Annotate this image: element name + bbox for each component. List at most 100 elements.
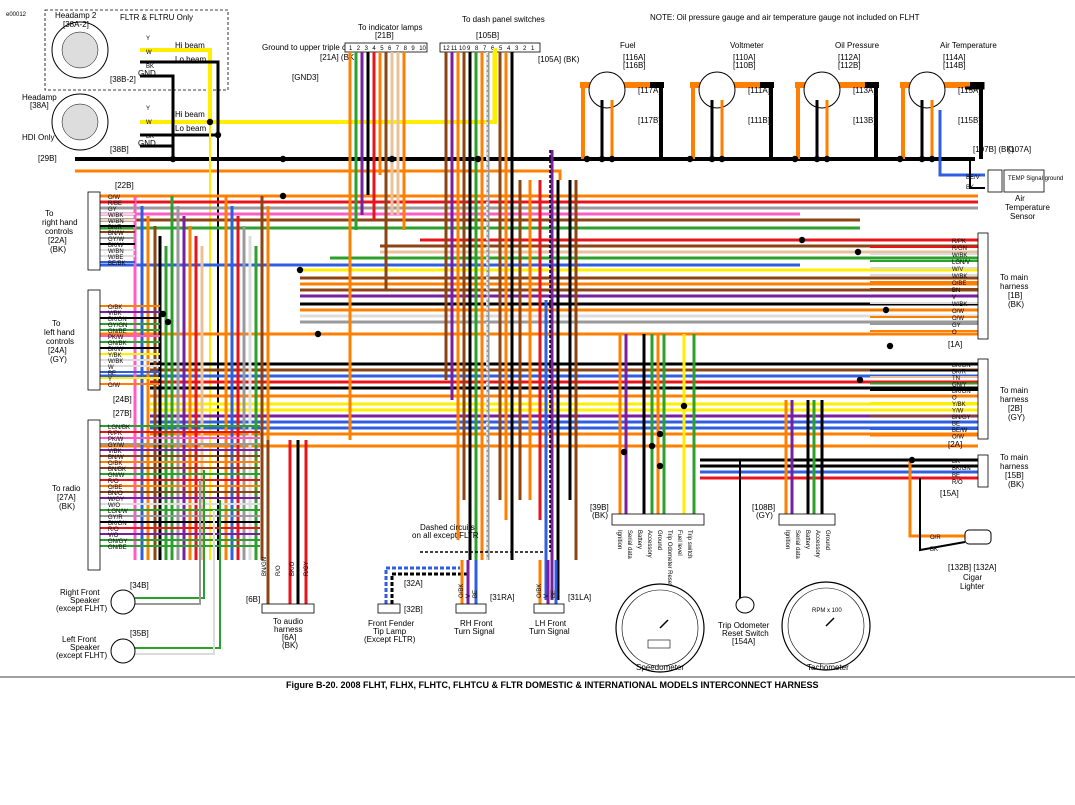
gauge-0-name: Fuel [620,41,636,50]
gauge-black-bar [760,82,774,88]
fender-label-2: Tip Lamp [373,627,407,636]
beam2-code: BK [146,64,154,70]
dash-pin: 11 [451,46,458,52]
main2-code: BE/W [952,428,968,434]
lh-turn-code: V [544,594,550,598]
lh-turn-label-2: Turn Signal [529,627,570,636]
main15-label-3: [15B] [1005,471,1024,480]
lf-speaker-icon [110,638,136,664]
gauge-black-bar [970,82,984,88]
radio-code: GN/GY [108,539,127,545]
audio-label-1: To audio [273,617,304,626]
lh-turn-code: O/BK [537,584,543,598]
radio-code: GN/W [108,473,125,479]
c132-label: [132B] [132A] [948,563,996,572]
rh-code: BK/R [108,225,123,231]
splice-dot [214,131,222,139]
splice-dot [296,266,304,274]
wire-4 [140,60,220,137]
gauge-group: Fuel[116A][116B][117A][117B]Voltmeter[11… [580,41,997,125]
rh-code: O/W [108,195,120,201]
wire-204 [908,460,965,538]
splice-dot [896,155,904,163]
main2-connector [977,358,989,440]
air-sensor-connector [987,169,1003,193]
splice-dot [928,155,936,163]
radio-code: LGN/W [108,509,128,515]
splice-dot [169,155,177,163]
c2a-label: [2A] [948,440,962,449]
lh-controls-label-4: [24A] [48,346,67,355]
lf-speaker-label-1: Left Front [62,635,97,644]
gauge-0-icon [588,71,626,109]
dash-connector [439,42,541,53]
wire-221 [135,480,201,605]
main2-label-3: [2B] [1008,404,1022,413]
splice-dot [648,442,656,450]
trip-label-3: [154A] [732,637,755,646]
lh-code: BE [108,371,116,377]
main1-code: R/PK [952,239,966,245]
splice-dot [708,155,716,163]
dash-pin: 9 [467,46,471,52]
rpm-label: RPM x 100 [812,608,842,614]
rf-speaker-label-1: Right Front [60,588,100,597]
main15-label-1: To main [1000,453,1028,462]
splice-dot [886,342,894,350]
gauge-2-conn-b: [113B] [853,116,876,125]
radio-code: W/O [108,503,120,509]
gnd-label: GND [138,139,156,148]
main15-code: BK [952,459,960,465]
lh-code: PK/W [108,335,124,341]
lh-controls-label-1: To [52,319,61,328]
c15a-label: [15A] [940,489,959,498]
lf-speaker-label-3: (except FLHT) [56,651,107,660]
audio-label-2: harness [274,625,302,634]
rh-turn-label-2: Turn Signal [454,627,495,636]
note-label: NOTE: Oil pressure gauge and air tempera… [650,13,920,22]
main1-code: W/BK [952,253,967,259]
cigar-label-2: Lighter [960,582,985,591]
indicator-pin: 4 [372,46,376,52]
c6b-label: [6B] [246,595,260,604]
wire-1 [75,169,562,180]
main1-code: O/W [952,316,964,322]
speedo-pin-label: Ground [656,530,662,550]
main1-code: W/BK [952,302,967,308]
indicator-pin: 1 [349,46,353,52]
c22b-label: [22B] [115,181,134,190]
ground-label: Ground to upper triple clamp [262,43,364,52]
cigar-lighter-icon [964,529,992,545]
c21b-label: [21B] [375,31,394,40]
main2-code: GN/Y [952,383,967,389]
rf-speaker-icon [110,589,136,615]
gauge-black-bar [650,82,664,88]
beam-code: Y [146,106,150,112]
lh-controls-label-5: (GY) [50,355,67,364]
radio-code: GY/R [108,515,123,521]
gauge-1-name: Voltmeter [730,41,764,50]
main2-code: O [952,396,957,402]
audio-connector [261,603,315,614]
c39b-label-1: [39B] [590,503,609,512]
splice-dot [908,456,916,464]
radio-label-2: [27A] [57,493,76,502]
temp-signal-label: TEMP Signal ground [1008,176,1063,182]
wire-7 [140,74,175,159]
radio-code: W/GY [108,497,124,503]
rh-turn-connector [455,603,487,614]
radio-code: V/O [108,533,119,539]
splice-dot [918,155,926,163]
lh-code: W [108,365,114,371]
lh-code: O/W [108,383,120,389]
main2-code: BK/GN [952,363,971,369]
rh-code: BN/W [108,231,124,237]
indicator-label: To indicator lamps [358,23,422,32]
splice-dot [388,155,396,163]
lh-code: O/BK [108,305,122,311]
gauge-0-conn-b: [117B] [638,116,661,125]
rh-code: GY [108,207,117,213]
tacho-pin-label: Ignition [784,530,790,549]
